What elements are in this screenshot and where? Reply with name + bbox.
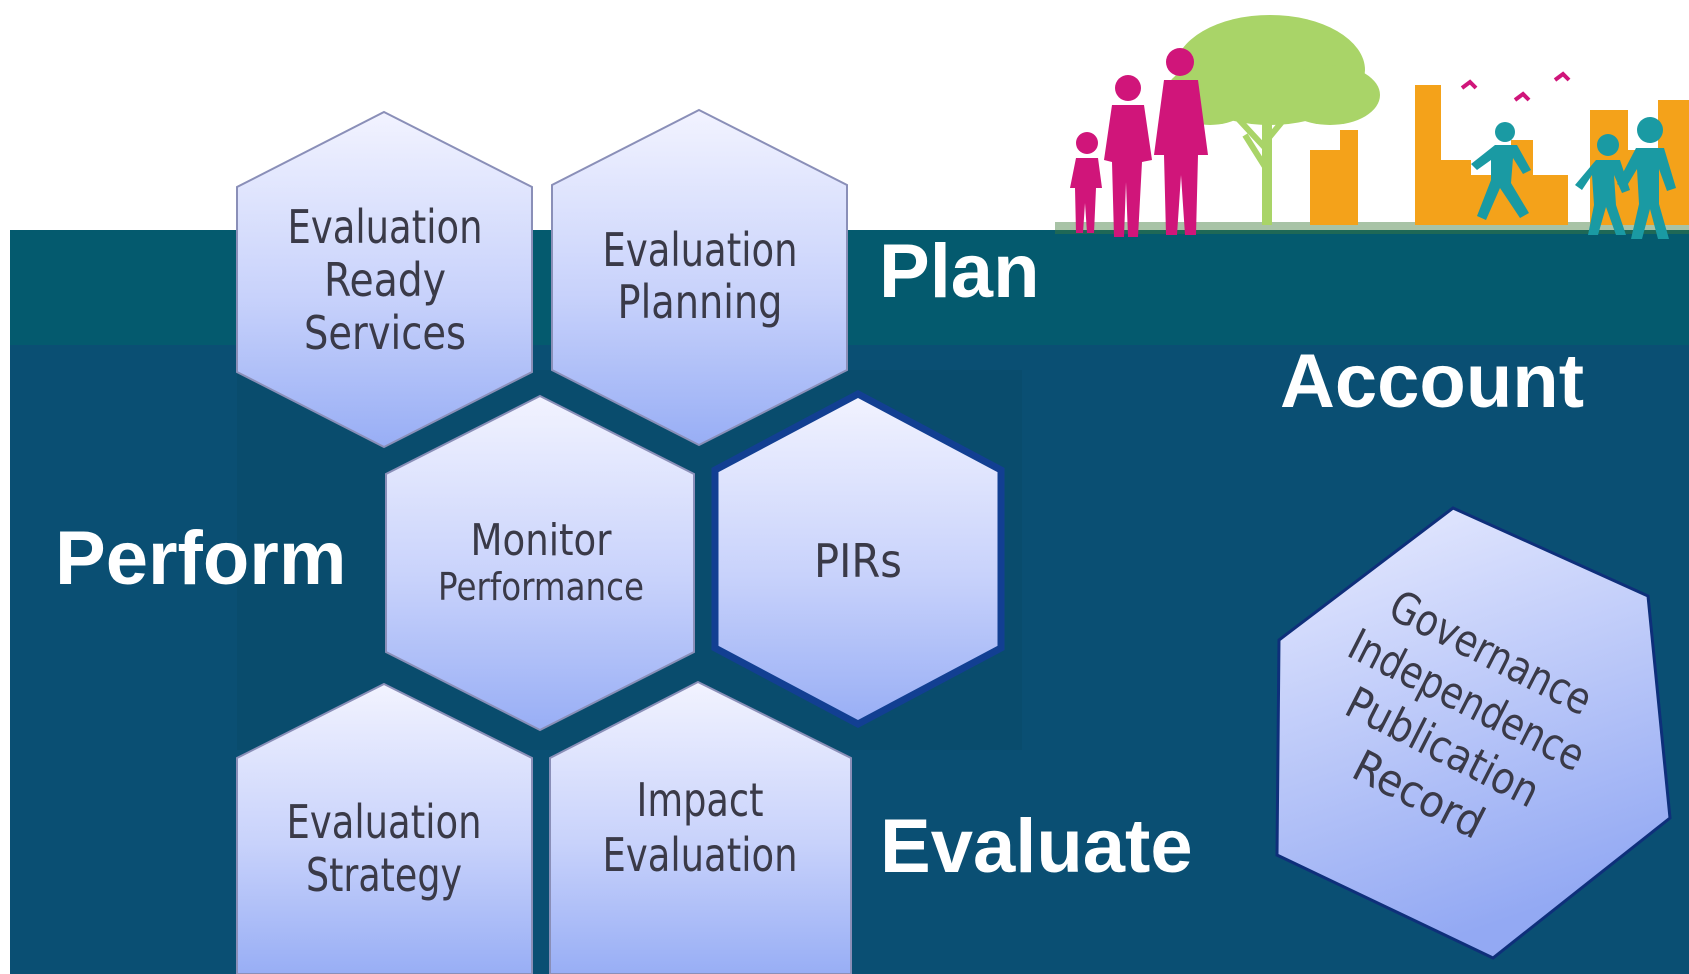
- hex-governance: [1275, 506, 1672, 960]
- hex-monitor-performance: [385, 394, 695, 732]
- hex-text-pirs: PIRs: [814, 534, 902, 588]
- hex-evaluation-strategy: [236, 682, 533, 974]
- hex-text-impact-line-1: Impact: [637, 773, 764, 827]
- hex-impact-evaluation: [549, 680, 852, 974]
- birds-icon: [1460, 71, 1571, 102]
- running-children-icon: [1471, 117, 1676, 239]
- stage-label-plan: Plan: [879, 229, 1040, 314]
- hex-text-monitor-line-1: Monitor: [471, 515, 613, 566]
- hex-evaluation-planning: [551, 108, 848, 447]
- hex-text-ready-line-2: Ready: [324, 253, 446, 307]
- hex-text-planning-line-2: Planning: [618, 275, 783, 329]
- illustration: [1055, 15, 1689, 239]
- stage-label-account: Account: [1280, 339, 1584, 424]
- tree-icon: [1165, 15, 1380, 225]
- hex-text-strategy-line-2: Strategy: [306, 848, 462, 902]
- hex-text-strategy-line-1: Evaluation: [287, 795, 482, 849]
- hex-evaluation-ready-services: [236, 110, 533, 449]
- hex-pirs: [711, 390, 1005, 728]
- hex-text-ready-line-3: Services: [304, 306, 466, 360]
- family-icon: [1070, 48, 1208, 237]
- stage-label-perform: Perform: [55, 516, 347, 601]
- hex-text-monitor-line-2: Performance: [438, 565, 644, 609]
- hex-text-ready-line-1: Evaluation: [288, 200, 483, 254]
- hex-text-impact-line-2: Evaluation: [603, 828, 798, 882]
- stage-label-evaluate: Evaluate: [880, 804, 1193, 889]
- hex-text-planning-line-1: Evaluation: [603, 223, 798, 277]
